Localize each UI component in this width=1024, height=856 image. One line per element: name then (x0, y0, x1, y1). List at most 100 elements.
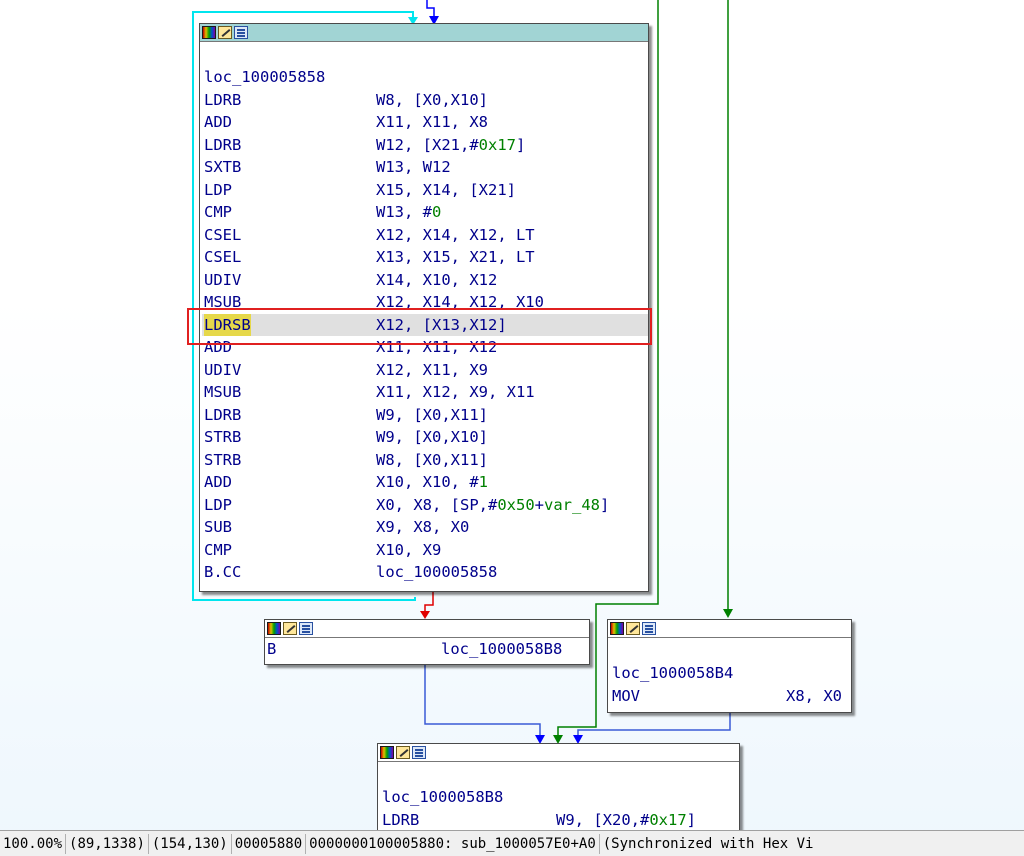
operands: W9, [X0,X10] (376, 428, 488, 446)
operands: X14, X10, X12 (376, 270, 498, 289)
mnemonic: CMP (204, 540, 232, 559)
edit-icon[interactable] (283, 622, 297, 635)
block-label[interactable]: loc_1000058B8 (382, 788, 504, 806)
edit-icon[interactable] (396, 746, 410, 759)
mnemonic: MOV (612, 686, 640, 705)
mnemonic: SXTB (204, 158, 242, 176)
loop-edge (192, 11, 416, 601)
edit-icon[interactable] (218, 26, 232, 39)
mnemonic: ADD (204, 113, 232, 131)
incoming-edge (426, 0, 435, 17)
fallthrough-edge-arrow (573, 735, 583, 744)
mnemonic: LDRB (204, 90, 242, 109)
edit-icon[interactable] (626, 622, 640, 635)
color-palette-icon[interactable] (267, 622, 281, 635)
mnemonic: LDRB (204, 405, 242, 424)
mnemonic: STRB (204, 450, 242, 469)
branch-block[interactable]: B loc_1000058B8 (264, 619, 590, 665)
block-label[interactable]: loc_1000058B4 (612, 664, 734, 682)
mnemonic: LDRB (204, 135, 242, 154)
zoom-level: 100.00% (0, 833, 67, 854)
color-palette-icon[interactable] (380, 746, 394, 759)
operands: W13, W12 (376, 158, 451, 176)
mouse-position: (154,130) (149, 833, 232, 854)
operands: X9, X8, X0 (376, 518, 470, 536)
bottom-code-block[interactable]: loc_1000058B8 LDRB W9, [X20,#0x17] (377, 743, 740, 830)
mnemonic: UDIV (204, 360, 242, 379)
color-palette-icon[interactable] (610, 622, 624, 635)
operands: X11, X11, X8 (376, 113, 488, 131)
mnemonic: CMP (204, 203, 232, 221)
block-header (608, 620, 851, 638)
mnemonic: UDIV (204, 270, 242, 289)
false-edge-arrow (420, 611, 430, 619)
graph-view-icon[interactable] (412, 746, 426, 759)
instruction-line[interactable]: SXTB W13, W12 (202, 156, 648, 179)
true-edge-left (557, 0, 659, 736)
instruction-line[interactable]: LDRB W9, [X20,#0x17] (380, 809, 739, 831)
instruction-line[interactable]: LDP X15, X14, [X21] (202, 179, 648, 202)
file-offset: 00005880 (232, 833, 307, 854)
mnemonic: CSEL (204, 248, 242, 266)
instruction-line[interactable]: MOV X8, X0 (610, 685, 851, 708)
mnemonic: CSEL (204, 225, 242, 244)
operands: X15, X14, [X21] (376, 180, 516, 199)
graph-view-icon[interactable] (299, 622, 313, 635)
graph-view-icon[interactable] (234, 26, 248, 39)
color-palette-icon[interactable] (202, 26, 216, 39)
operands: X11, X12, X9, X11 (376, 383, 535, 401)
operands: X10, X10, #1 (376, 473, 489, 491)
instruction-line[interactable]: CMP X10, X9 (202, 539, 648, 562)
mov-block[interactable]: loc_1000058B4 MOV X8, X0 (607, 619, 852, 713)
edge-layer (192, 0, 733, 744)
block-label[interactable]: loc_100005858 (204, 68, 326, 86)
mnemonic: B.CC (204, 563, 242, 581)
current-location: 0000000100005880: sub_1000057E0+A0 (306, 833, 600, 854)
operands: W8, [X0,X10] (376, 90, 488, 109)
false-edge (424, 592, 434, 612)
operands: X11, X11, X12 (376, 338, 498, 356)
mnemonic: LDRB (382, 810, 420, 829)
incoming-edge-arrow (429, 16, 439, 25)
mnemonic: B (267, 640, 277, 658)
block-header (265, 620, 589, 638)
mnemonic: LDP (204, 495, 232, 514)
instruction-line[interactable]: B loc_1000058B8 (265, 638, 589, 661)
instruction-line[interactable]: STRB W9, [X0,X10] (202, 426, 648, 449)
branch-edge-arrow (535, 735, 545, 744)
graph-view-icon[interactable] (642, 622, 656, 635)
block-header (378, 744, 739, 762)
operands: W9, [X20,#0x17] (556, 810, 697, 829)
instruction-line[interactable]: UDIV X14, X10, X12 (202, 269, 648, 292)
true-edge-left-arrow (553, 735, 563, 744)
operands: X12, X14, X12, X10 (376, 293, 544, 311)
sync-status: (Synchronized with Hex Vi (602, 835, 814, 852)
instruction-line[interactable]: ADD X11, X11, X8 (202, 111, 648, 134)
operands: loc_1000058B8 (441, 640, 563, 658)
fallthrough-edge (577, 712, 731, 736)
mnemonic: LDP (204, 180, 232, 199)
instruction-line[interactable]: LDRB W8, [X0,X10] (202, 89, 648, 112)
mnemonic: STRB (204, 428, 242, 446)
graph-position: (89,1338) (66, 833, 149, 854)
operands: X10, X9 (376, 540, 442, 559)
operands: X13, X15, X21, LT (376, 248, 535, 266)
instruction-line[interactable]: CSEL X13, X15, X21, LT (202, 246, 648, 269)
block-header (200, 24, 648, 42)
